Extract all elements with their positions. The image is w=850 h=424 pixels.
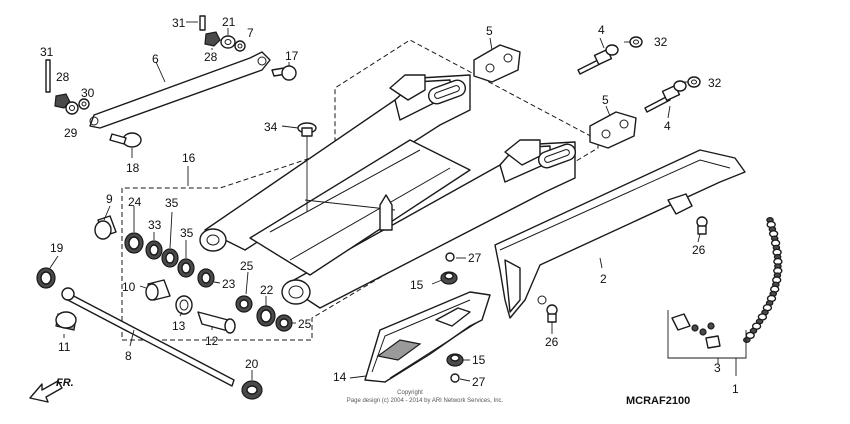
callout-14: 14 xyxy=(333,370,347,384)
callout-20: 20 xyxy=(245,357,259,371)
part-10-collar[interactable] xyxy=(145,279,171,301)
copyright-line-1: Copyright xyxy=(397,390,423,396)
part-17-bolt[interactable] xyxy=(271,65,297,81)
part-27-screw-upper[interactable] xyxy=(445,252,455,262)
part-32-nut-lower[interactable] xyxy=(687,76,701,88)
callout-21: 21 xyxy=(222,15,236,29)
part-31-cotter-left[interactable] xyxy=(45,59,51,93)
part-30-washer[interactable] xyxy=(78,98,90,110)
callout-4: 4 xyxy=(598,23,605,37)
callout-6: 6 xyxy=(152,52,159,66)
callout-30: 30 xyxy=(81,86,95,100)
callout-8: 8 xyxy=(125,349,132,363)
chain-link xyxy=(742,337,751,344)
part-2-chain-case[interactable] xyxy=(494,149,746,319)
part-18-bolt[interactable] xyxy=(109,132,142,148)
part-14-chain-guide[interactable] xyxy=(364,291,491,383)
callout-26: 26 xyxy=(545,335,559,349)
callout-25: 25 xyxy=(298,317,312,331)
part-26-bolt-right[interactable] xyxy=(696,216,708,235)
callout-16: 16 xyxy=(182,151,196,165)
callout-5: 5 xyxy=(602,93,609,107)
front-label: FR. xyxy=(56,377,74,389)
callout-31: 31 xyxy=(40,45,54,59)
callout-22: 22 xyxy=(260,283,274,297)
callout-18: 18 xyxy=(126,161,140,175)
part-9-collar[interactable] xyxy=(94,215,117,240)
part-4-bolt-upper[interactable] xyxy=(577,44,619,75)
part-22-bearing[interactable] xyxy=(256,305,276,327)
callout-1: 1 xyxy=(732,382,739,396)
part-7-washer[interactable] xyxy=(234,40,246,52)
swingarm[interactable] xyxy=(199,74,578,309)
callout-3: 3 xyxy=(714,361,721,375)
part-1-drive-chain[interactable] xyxy=(742,217,783,344)
callout-labels: 31 21 7 28 6 17 31 28 30 29 18 34 16 5 4… xyxy=(40,15,739,396)
callout-35: 35 xyxy=(165,196,179,210)
callout-23: 23 xyxy=(222,277,236,291)
callout-4: 4 xyxy=(664,119,671,133)
part-26-bolt-lower[interactable] xyxy=(546,304,558,323)
part-15-grommet-upper[interactable] xyxy=(440,271,458,285)
callout-28: 28 xyxy=(204,50,218,64)
callout-2: 2 xyxy=(600,272,607,286)
part-25-seal-a[interactable] xyxy=(235,295,253,313)
part-13-bushing[interactable] xyxy=(175,295,193,315)
part-5-adjuster-lower[interactable] xyxy=(589,111,637,149)
part-35-bearing-a[interactable] xyxy=(161,248,179,268)
part-12-collar[interactable] xyxy=(197,311,236,334)
part-35-bearing-b[interactable] xyxy=(177,258,195,278)
part-5-adjuster-upper[interactable] xyxy=(473,44,521,83)
callout-26: 26 xyxy=(692,243,706,257)
callout-28: 28 xyxy=(56,70,70,84)
part-33-seal[interactable] xyxy=(145,240,163,260)
part-6-torque-rod[interactable] xyxy=(89,51,271,129)
part-19-cap[interactable] xyxy=(36,267,56,289)
callout-32: 32 xyxy=(654,35,668,49)
part-4-bolt-lower[interactable] xyxy=(644,80,687,113)
callout-32: 32 xyxy=(708,76,722,90)
callout-27: 27 xyxy=(472,375,486,389)
diagram-code: MCRAF2100 xyxy=(626,395,690,407)
part-11-adjusting-bolt[interactable] xyxy=(55,311,77,331)
callout-7: 7 xyxy=(247,26,254,40)
callout-11: 11 xyxy=(58,340,71,354)
part-28-nut-top[interactable] xyxy=(204,31,221,47)
part-31-cotter-top[interactable] xyxy=(199,15,206,31)
callout-34: 34 xyxy=(264,120,278,134)
callout-10: 10 xyxy=(122,280,136,294)
part-3-chain-joint[interactable] xyxy=(671,313,721,349)
callout-13: 13 xyxy=(172,319,186,333)
callout-9: 9 xyxy=(106,192,113,206)
front-direction-arrow: FR. xyxy=(29,377,74,403)
callout-17: 17 xyxy=(285,49,299,63)
part-23-seal[interactable] xyxy=(197,268,215,288)
part-34-plug[interactable] xyxy=(297,122,317,137)
callout-31: 31 xyxy=(172,16,186,30)
part-32-nut-upper[interactable] xyxy=(629,36,643,48)
callout-12: 12 xyxy=(205,334,219,348)
part-25-seal-b[interactable] xyxy=(275,314,293,332)
callout-27: 27 xyxy=(468,251,482,265)
callout-19: 19 xyxy=(50,241,64,255)
part-27-screw-lower[interactable] xyxy=(450,373,460,383)
copyright-line-2: Page design (c) 2004 - 2014 by ARI Netwo… xyxy=(347,398,504,404)
part-15-grommet-lower[interactable] xyxy=(446,353,464,367)
callout-25: 25 xyxy=(240,259,254,273)
callout-29: 29 xyxy=(64,126,78,140)
callout-15: 15 xyxy=(410,278,424,292)
callout-15: 15 xyxy=(472,353,486,367)
part-21-washer[interactable] xyxy=(220,35,236,49)
callout-5: 5 xyxy=(486,24,493,38)
callout-24: 24 xyxy=(128,195,142,209)
part-24-bearing[interactable] xyxy=(124,232,144,254)
part-29-washer[interactable] xyxy=(65,101,79,115)
part-20-nut[interactable] xyxy=(241,380,263,400)
callout-33: 33 xyxy=(148,218,162,232)
callout-35: 35 xyxy=(180,226,194,240)
part-8-pivot-bolt[interactable] xyxy=(61,287,235,387)
